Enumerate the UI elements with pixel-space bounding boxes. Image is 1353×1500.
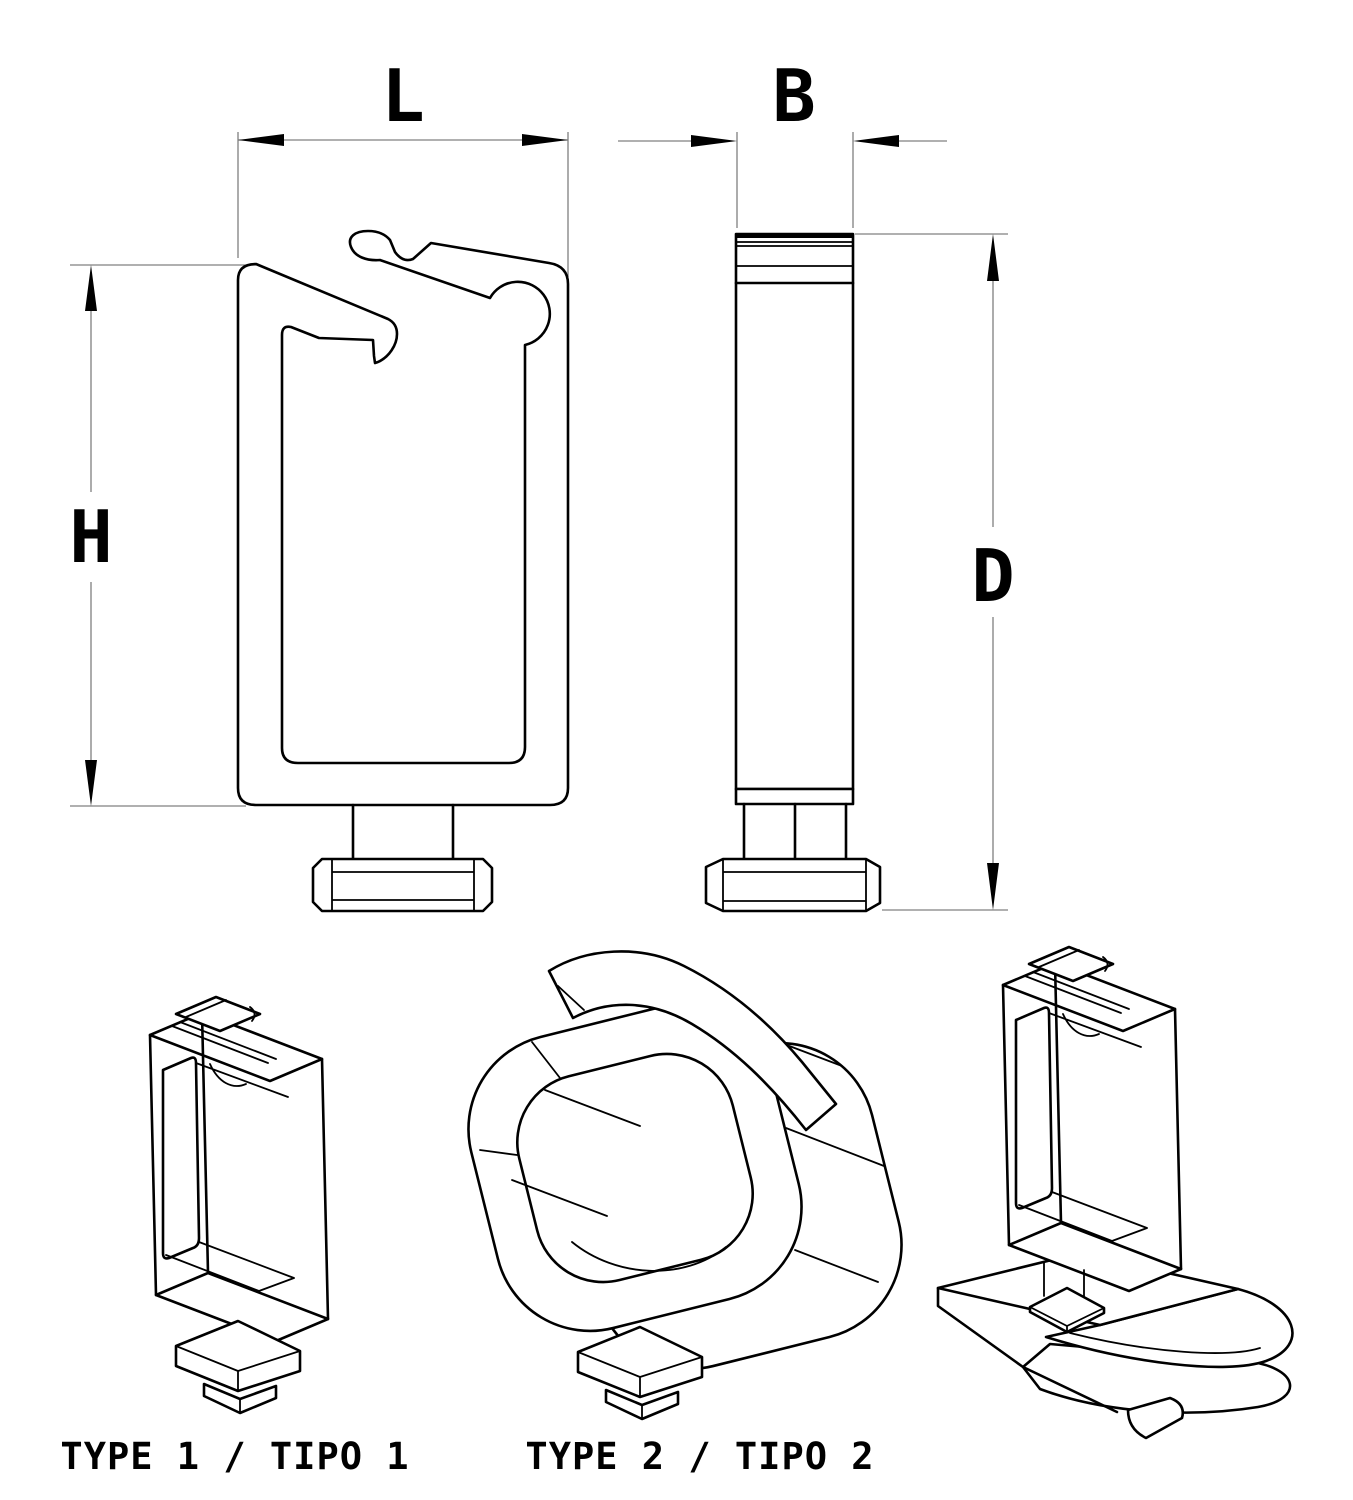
iso-clip-left-edges bbox=[936, 1286, 1119, 1414]
iso-foot-slab-edges bbox=[175, 1345, 301, 1392]
caption-type2: TYPE 2 / TIPO 2 bbox=[525, 1435, 874, 1478]
iso-type3 bbox=[936, 945, 1294, 1440]
side-view-collar bbox=[734, 787, 855, 806]
dimension-H: H bbox=[69, 264, 256, 807]
iso-type3-clamp bbox=[1001, 945, 1183, 1293]
dim-B-arrowheads bbox=[691, 135, 899, 147]
dim-L-lines bbox=[237, 132, 569, 277]
iso-clamp-latch-details bbox=[171, 999, 277, 1064]
iso-type2-hole-details bbox=[511, 1089, 727, 1272]
front-view-foot-details bbox=[331, 858, 475, 912]
front-view-outline bbox=[236, 229, 570, 807]
dim-B-lines bbox=[618, 132, 947, 228]
front-view-stem bbox=[351, 803, 455, 861]
side-view bbox=[704, 232, 882, 913]
iso-foot bbox=[174, 1319, 302, 1415]
dim-label-D: D bbox=[971, 534, 1014, 618]
dim-H-lines bbox=[70, 264, 256, 807]
side-view-top-bands bbox=[735, 241, 854, 267]
iso-type2-strap bbox=[547, 950, 838, 1132]
iso-clip-tongue bbox=[1126, 1396, 1185, 1440]
iso-clip-lobe-inner-line bbox=[1069, 1332, 1261, 1354]
iso-clip-upper-lobe bbox=[1044, 1287, 1294, 1369]
iso-type3-nut bbox=[1028, 1286, 1106, 1334]
caption-type1: TYPE 1 / TIPO 1 bbox=[60, 1435, 409, 1478]
iso-clamp-edges bbox=[148, 1011, 330, 1321]
front-view-foot bbox=[311, 857, 494, 913]
dim-label-L: L bbox=[381, 54, 424, 138]
iso-type2-seam-lines bbox=[479, 1041, 885, 1283]
iso-clamp-body bbox=[148, 995, 330, 1343]
side-view-foot bbox=[704, 857, 882, 913]
iso-clamp-latch-plate bbox=[174, 995, 262, 1033]
side-view-foot-details bbox=[722, 858, 867, 912]
dimension-B: B bbox=[618, 54, 947, 228]
iso-clamp-through-hole-lines bbox=[165, 1062, 295, 1292]
iso-foot-slab bbox=[174, 1319, 302, 1393]
dim-label-B: B bbox=[772, 54, 815, 138]
dim-D-lines bbox=[855, 233, 1008, 911]
front-view bbox=[236, 229, 570, 913]
dimension-D: D bbox=[855, 233, 1015, 911]
iso-clamp-window bbox=[161, 1056, 201, 1260]
iso-type3-nut-edges bbox=[1029, 1306, 1105, 1333]
dim-label-H: H bbox=[69, 495, 112, 579]
side-view-stem bbox=[742, 802, 848, 861]
iso-type2-strap-fold bbox=[557, 985, 585, 1011]
dimension-L: L bbox=[237, 54, 569, 277]
side-view-body bbox=[734, 232, 855, 791]
iso-type2 bbox=[467, 950, 903, 1421]
